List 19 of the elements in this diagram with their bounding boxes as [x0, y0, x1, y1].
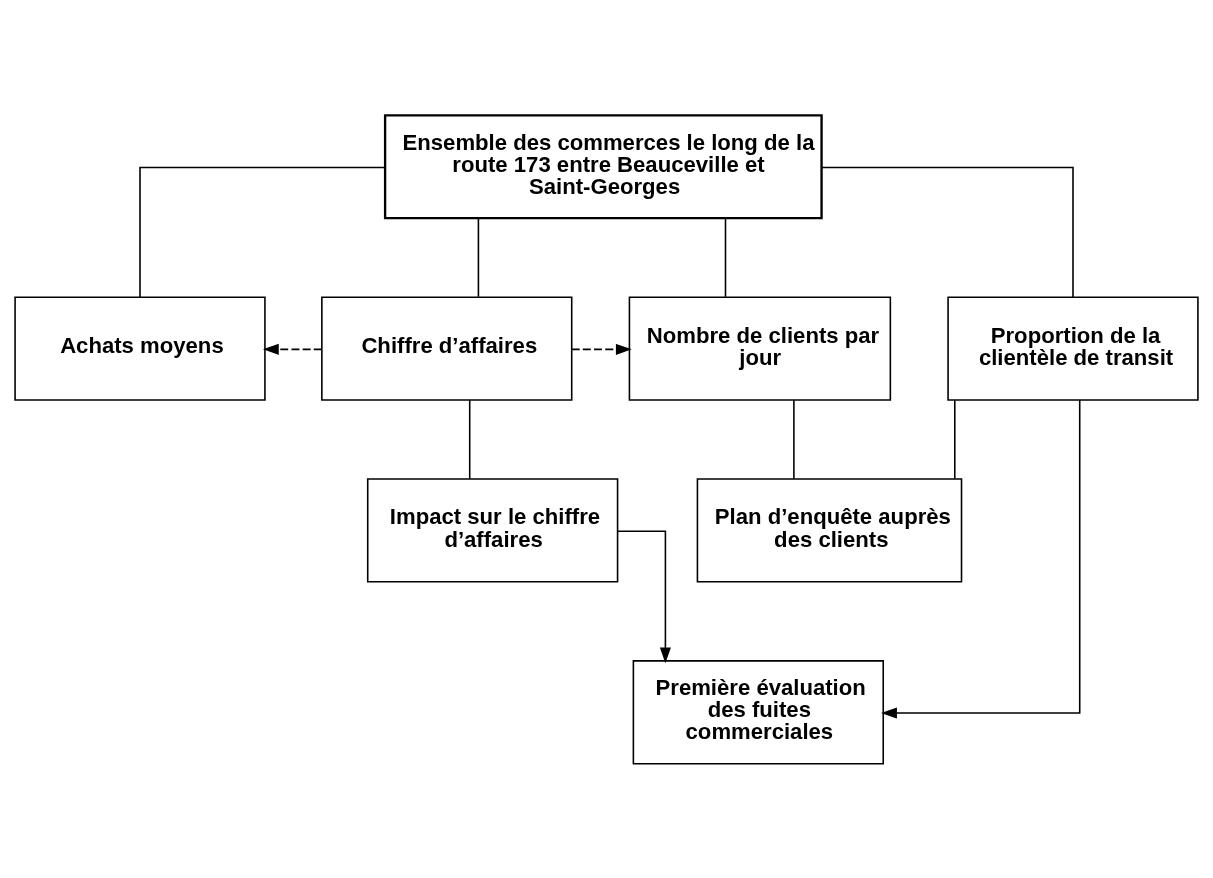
arrow: [881, 398, 1081, 719]
node-box: Première évaluation des fuites commerciales: [632, 659, 884, 764]
connector: [477, 217, 480, 298]
arrow: [616, 529, 671, 663]
node-box: Plan d’enquête auprès des clients: [696, 477, 963, 583]
connector: [468, 398, 471, 479]
node-box: Ensemble des commerces le long de la route 173 entre Beauceville et Saint-Georges: [383, 113, 823, 219]
node-box: Chiffre d’affaires: [321, 295, 573, 401]
connector: [139, 166, 386, 298]
arrow: [262, 343, 323, 355]
node-box: Achats moyens: [14, 295, 266, 401]
node-box: Impact sur le chiffre d’affaires: [366, 477, 619, 583]
node-box: Proportion de la clientèle de transit: [947, 295, 1199, 401]
connector: [724, 217, 727, 298]
connector: [793, 398, 795, 479]
arrow: [571, 343, 632, 355]
connector: [820, 166, 1074, 298]
node-box: Nombre de clients par jour: [628, 295, 892, 401]
connector: [954, 398, 956, 479]
